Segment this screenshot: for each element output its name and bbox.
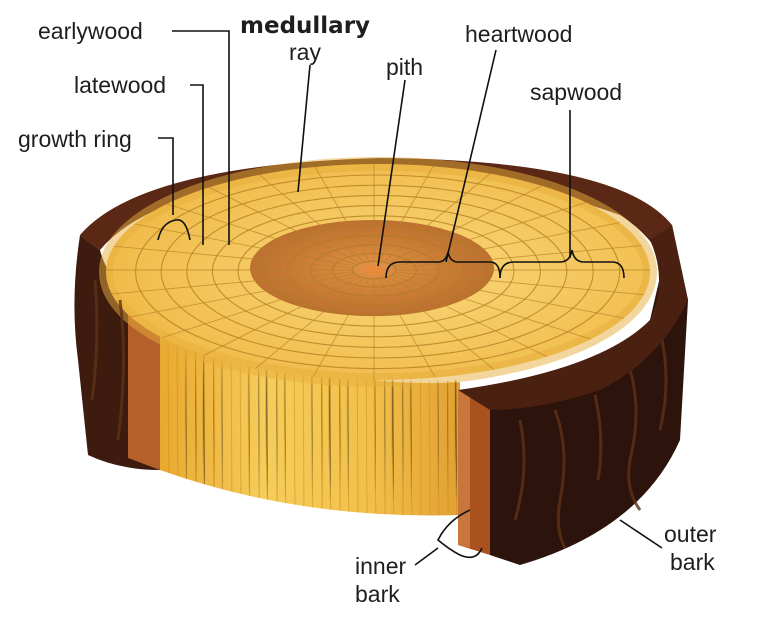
- growth-ring-line: [237, 215, 515, 327]
- pith-center: [364, 265, 384, 275]
- leader-lines: [157, 30, 663, 566]
- growth-ring-line: [211, 205, 541, 338]
- medullary-ray-line: [378, 277, 439, 380]
- bark-top-rim-right: [458, 225, 688, 410]
- label-latewood: latewood: [74, 72, 166, 98]
- growth-ring-line: [186, 194, 568, 348]
- medullary-ray-line: [247, 276, 366, 375]
- medullary-ray-line: [393, 243, 650, 269]
- medullary-ray-line: [147, 274, 359, 343]
- label-earlywood: earlywood: [38, 18, 143, 44]
- medullary-ray-line: [112, 219, 357, 267]
- medullary-ray-line: [309, 164, 370, 263]
- inner-bark-front-shade: [458, 390, 470, 548]
- medullary-ray-line: [382, 276, 501, 375]
- label-outer: outer: [664, 521, 717, 547]
- growth-ring-line: [286, 234, 464, 307]
- medullary-rays: [106, 164, 650, 380]
- medullary-ray-line: [391, 219, 636, 267]
- medullary-ray-line: [192, 178, 362, 265]
- label-sapwood: sapwood: [530, 79, 622, 105]
- medullary-ray-line: [106, 243, 355, 269]
- inner-bark-left-edge: [128, 312, 160, 470]
- label-inner-bark: bark: [355, 581, 400, 607]
- sapwood-outer-band: [99, 157, 657, 387]
- growth-ring-line: [160, 184, 594, 359]
- medullary-ray-line: [386, 178, 556, 265]
- label-medullary: medullary: [240, 13, 370, 39]
- medullary-ray-line: [382, 165, 501, 264]
- medullary-ray-line: [378, 164, 439, 263]
- label-inner: inner: [355, 553, 406, 579]
- medullary-ray-line: [309, 277, 370, 380]
- medullary-ray-line: [391, 273, 636, 321]
- medullary-ray-line: [389, 274, 601, 343]
- medullary-ray-line: [247, 165, 366, 264]
- growth-ring-line: [263, 225, 489, 317]
- growth-ring-line: [135, 174, 621, 370]
- label-pith: pith: [386, 54, 423, 80]
- medullary-ray-line: [389, 197, 601, 266]
- medullary-ray-line: [106, 271, 355, 297]
- label-ray: ray: [289, 39, 321, 65]
- label-growth-ring: growth ring: [18, 126, 132, 152]
- medullary-ray-line: [386, 275, 556, 362]
- medullary-ray-line: [393, 271, 650, 297]
- medullary-ray-line: [112, 273, 357, 321]
- label-outer-bark: bark: [670, 549, 715, 575]
- medullary-ray-line: [147, 197, 359, 266]
- outer-bark-right: [490, 225, 688, 565]
- medullary-ray-line: [192, 275, 362, 362]
- label-heartwood: heartwood: [465, 21, 572, 47]
